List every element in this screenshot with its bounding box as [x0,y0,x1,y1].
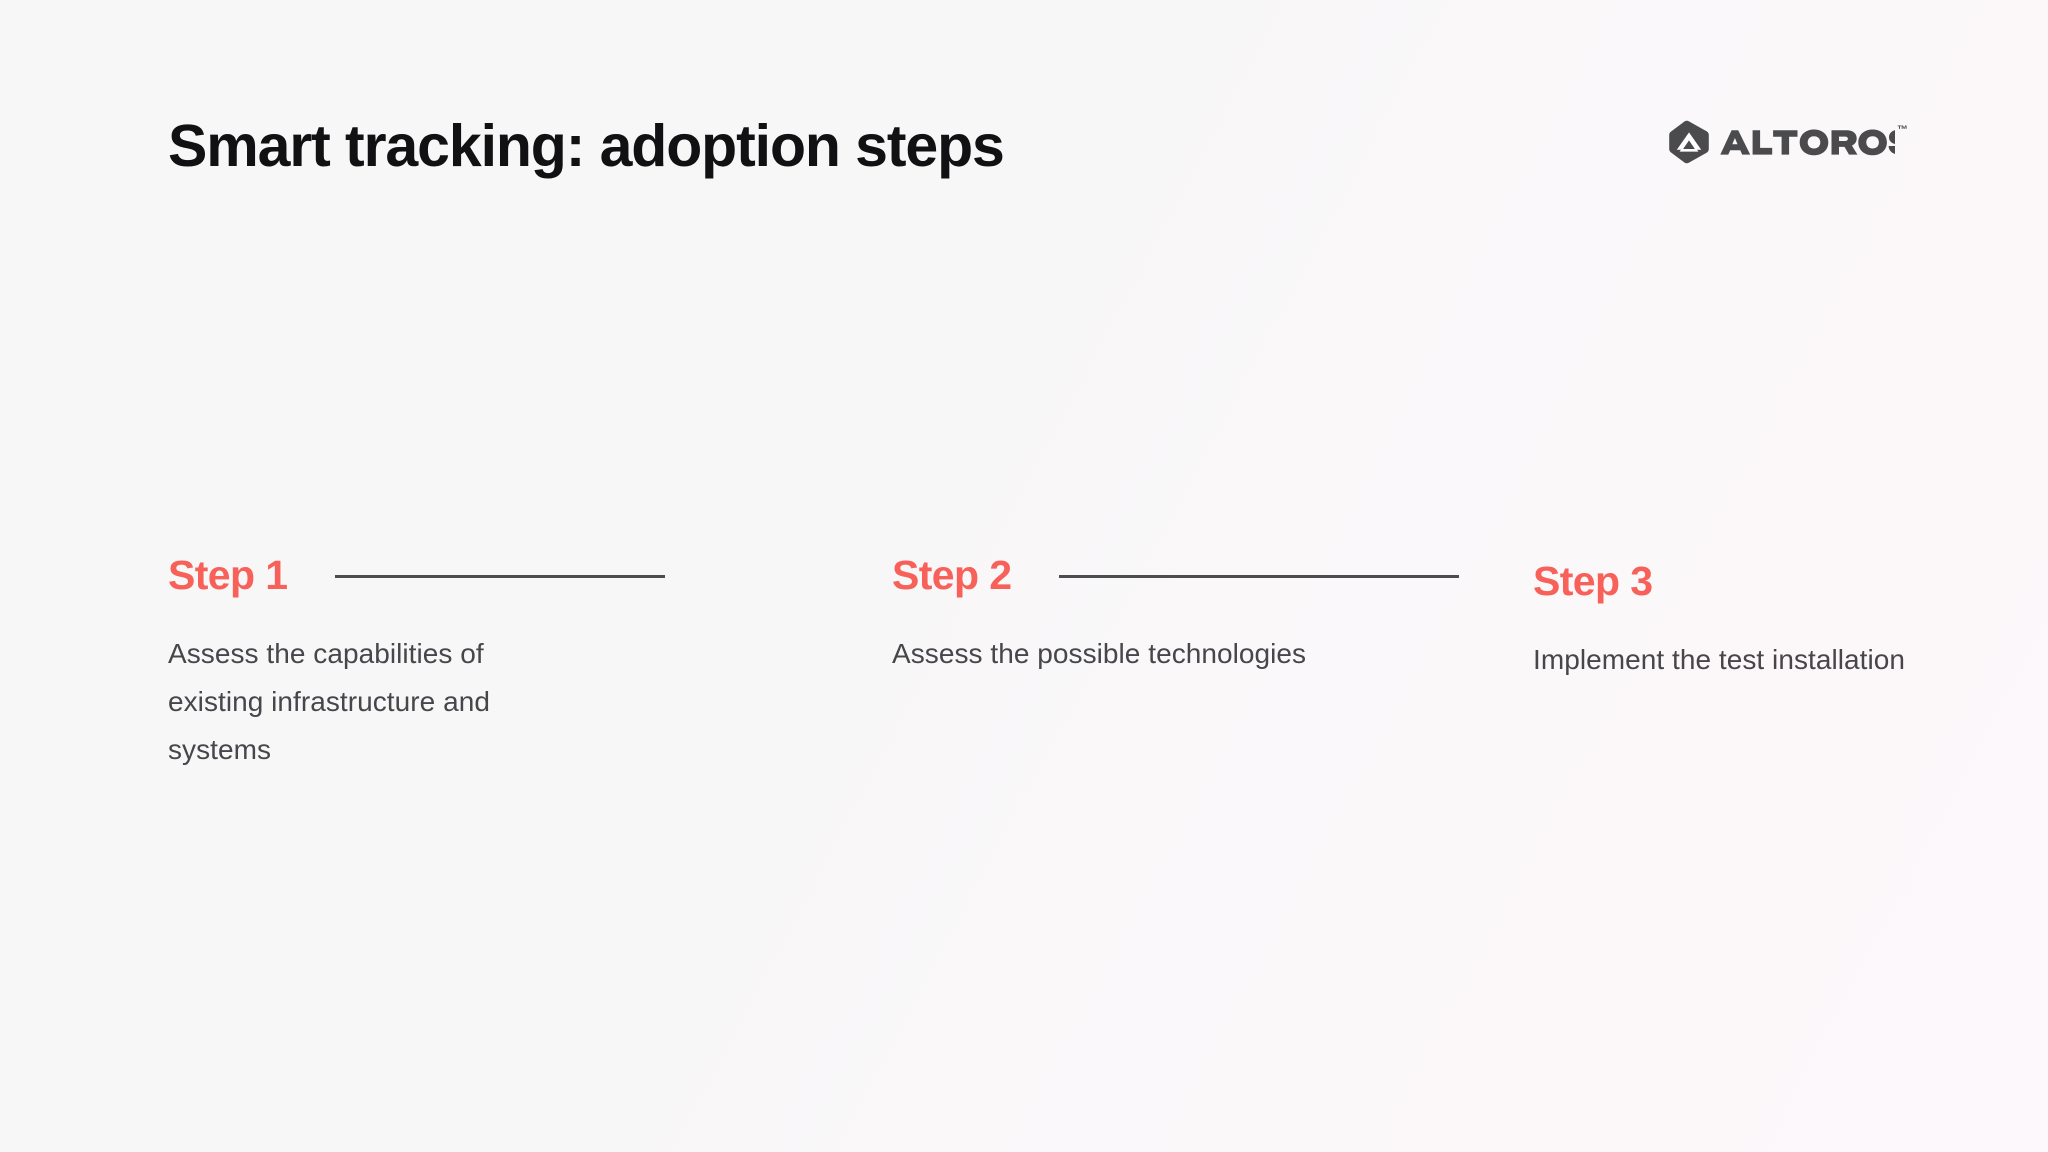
step-2-heading-row: Step 2 [892,548,1512,602]
step-item-3: Step 3 Implement the test installation [1533,554,2033,712]
step-item-1: Step 1 Assess the capabilities of existi… [168,548,728,802]
step-1-description: Assess the capabilities of existing infr… [168,638,490,765]
step-2-description: Assess the possible technologies [892,638,1307,669]
step-1-label: Step 1 [168,552,288,598]
step-3-description: Implement the test installation [1533,644,1905,675]
page-title: Smart tracking: adoption steps [168,113,1005,179]
step-item-2: Step 2 Assess the possible technologies [892,548,1512,706]
step-2-connector-line [1059,574,1460,578]
step-1-connector-line [335,574,666,578]
altoros-hexagon-icon [1669,120,1709,164]
step-3-heading-row: Step 3 [1533,554,2033,608]
slide-header: Smart tracking: adoption steps ™ [168,110,1908,190]
altoros-wordmark [1720,129,1895,155]
step-1-heading-row: Step 1 [168,548,728,602]
step-3-label: Step 3 [1533,558,1653,604]
trademark-symbol: ™ [1897,124,1908,136]
brand-logo: ™ [1668,120,1908,164]
step-2-label: Step 2 [892,552,1012,598]
